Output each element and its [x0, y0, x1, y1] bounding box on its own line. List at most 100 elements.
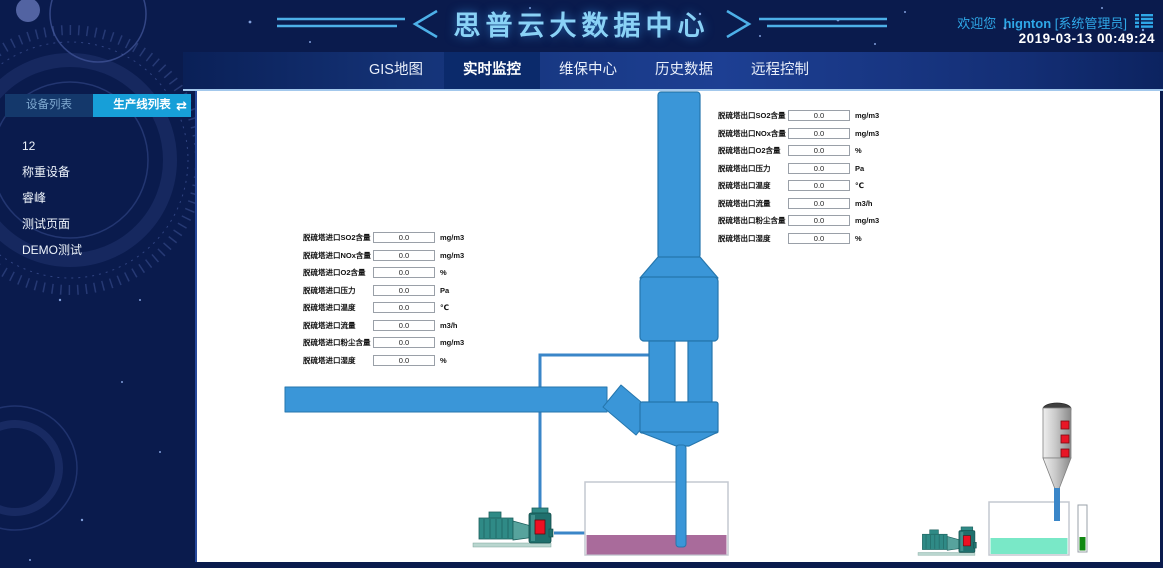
- field-row: 脱硫塔进口温度 ℃: [303, 299, 464, 317]
- outlet-o2-input[interactable]: [788, 145, 850, 157]
- title-right-decoration-icon: [725, 9, 887, 38]
- page-title: 思普云大数据中心: [453, 11, 710, 41]
- field-label: 脱硫塔进口压力: [303, 285, 356, 295]
- swap-arrows-icon[interactable]: ⇄: [176, 98, 187, 113]
- field-label: 脱硫塔出口NOx含量: [718, 128, 786, 138]
- user-info[interactable]: 欢迎您 hignton [系统管理员]: [957, 13, 1127, 32]
- nav-tab-remote-control[interactable]: 远程控制: [751, 62, 809, 78]
- username: hignton: [1003, 16, 1052, 31]
- nav-tab-gis[interactable]: GIS地图: [369, 62, 423, 78]
- inlet-pressure-input[interactable]: [373, 284, 435, 296]
- outlet-flow-input[interactable]: [788, 197, 850, 209]
- field-unit: %: [440, 355, 447, 365]
- field-label: 脱硫塔出口湿度: [718, 233, 771, 243]
- inlet-humidity-input[interactable]: [373, 354, 435, 366]
- tab-production-line-list[interactable]: 生产线列表 ⇄: [93, 94, 191, 117]
- outlet-dust-input[interactable]: [788, 215, 850, 227]
- tab-device-list[interactable]: 设备列表: [5, 94, 93, 117]
- field-label: 脱硫塔出口温度: [718, 181, 771, 191]
- list-item-12[interactable]: 12: [22, 139, 36, 153]
- field-row: 脱硫塔出口温度 ℃: [718, 177, 879, 195]
- level-gauge: [1077, 504, 1088, 553]
- outlet-humidity-input[interactable]: [788, 232, 850, 244]
- production-line-list: 12 称重设备 睿峰 测试页面 DEMO测试: [0, 133, 191, 263]
- field-label: 脱硫塔进口NOx含量: [303, 250, 371, 260]
- field-unit: %: [440, 268, 447, 278]
- sidebar: 设备列表 生产线列表 ⇄ 12 称重设备 睿峰 测试页面 DEMO测试: [0, 91, 191, 562]
- menu-list-icon[interactable]: [1135, 14, 1153, 28]
- field-label: 脱硫塔进口SO2含量: [303, 233, 371, 243]
- field-row: 脱硫塔进口NOx含量 mg/m3: [303, 247, 464, 265]
- field-label: 脱硫塔进口湿度: [303, 355, 356, 365]
- tower-drain-pipe: [675, 444, 687, 548]
- field-label: 脱硫塔出口O2含量: [718, 146, 781, 156]
- list-item-ruifeng[interactable]: 睿峰: [22, 191, 47, 205]
- field-unit: mg/m3: [855, 128, 880, 138]
- field-label: 脱硫塔出口粉尘含量: [718, 216, 786, 226]
- nav-tab-maintenance[interactable]: 维保中心: [559, 62, 617, 78]
- circulation-pump-left[interactable]: [472, 507, 554, 548]
- main-nav: GIS地图 实时监控 维保中心 历史数据 远程控制: [183, 52, 1163, 91]
- slurry-tank: [584, 481, 729, 556]
- list-item-demo-test[interactable]: DEMO测试: [22, 243, 83, 257]
- field-label: 脱硫塔进口O2含量: [303, 268, 366, 278]
- field-unit: Pa: [855, 163, 865, 173]
- field-row: 脱硫塔进口流量 m3/h: [303, 317, 464, 335]
- title-bar: 思普云大数据中心: [0, 4, 1163, 43]
- outlet-pressure-input[interactable]: [788, 162, 850, 174]
- title-left-decoration-icon: [276, 9, 438, 38]
- tab-production-line-label: 生产线列表: [113, 99, 171, 111]
- field-row: 脱硫塔进口O2含量 %: [303, 264, 464, 282]
- field-unit: ℃: [440, 303, 450, 313]
- field-unit: mg/m3: [440, 250, 465, 260]
- field-unit: mg/m3: [440, 338, 465, 348]
- field-label: 脱硫塔进口流量: [303, 320, 356, 330]
- field-unit: mg/m3: [440, 233, 465, 243]
- inlet-temperature-input[interactable]: [373, 302, 435, 314]
- field-unit: m3/h: [855, 198, 873, 208]
- list-item-test-page[interactable]: 测试页面: [22, 217, 71, 231]
- monitor-canvas: 脱硫塔进口SO2含量 mg/m3 脱硫塔进口NOx含量 mg/m3 脱硫塔进口O…: [195, 91, 1160, 562]
- field-row: 脱硫塔出口流量 m3/h: [718, 195, 879, 213]
- exhaust-stack: [657, 91, 701, 259]
- flue-gas-inlet-duct: [284, 384, 655, 436]
- outlet-so2-input[interactable]: [788, 110, 850, 122]
- field-row: 脱硫塔进口SO2含量 mg/m3: [303, 229, 464, 247]
- field-unit: mg/m3: [855, 111, 880, 121]
- field-label: 脱硫塔进口粉尘含量: [303, 338, 371, 348]
- inlet-o2-input[interactable]: [373, 267, 435, 279]
- inlet-dust-input[interactable]: [373, 337, 435, 349]
- field-row: 脱硫塔进口湿度 %: [303, 352, 464, 370]
- slurry-pipe: [538, 353, 655, 535]
- field-label: 脱硫塔进口温度: [303, 303, 356, 313]
- field-row: 脱硫塔出口NOx含量 mg/m3: [718, 125, 879, 143]
- field-unit: m3/h: [440, 320, 458, 330]
- inlet-flow-input[interactable]: [373, 319, 435, 331]
- field-row: 脱硫塔出口湿度 %: [718, 230, 879, 248]
- circulation-pump-right[interactable]: [917, 526, 977, 556]
- field-unit: Pa: [440, 285, 450, 295]
- nav-tab-history[interactable]: 历史数据: [655, 62, 713, 78]
- silo-discharge-pipe: [1054, 488, 1060, 521]
- header: 思普云大数据中心 欢迎您 hignton [系统管理员] 2019-03-: [0, 0, 1163, 52]
- nav-tab-realtime-monitor[interactable]: 实时监控: [444, 52, 540, 89]
- sidebar-tabs: 设备列表 生产线列表 ⇄: [0, 94, 191, 117]
- field-unit: %: [855, 146, 862, 156]
- inlet-nox-input[interactable]: [373, 249, 435, 261]
- outlet-field-group: 脱硫塔出口SO2含量 mg/m3 脱硫塔出口NOx含量 mg/m3 脱硫塔出口O…: [718, 107, 879, 247]
- field-unit: mg/m3: [855, 216, 880, 226]
- outlet-nox-input[interactable]: [788, 127, 850, 139]
- field-row: 脱硫塔进口压力 Pa: [303, 282, 464, 300]
- field-row: 脱硫塔出口SO2含量 mg/m3: [718, 107, 879, 125]
- silo-alarm-lights: [1060, 420, 1070, 458]
- field-row: 脱硫塔出口粉尘含量 mg/m3: [718, 212, 879, 230]
- inlet-so2-input[interactable]: [373, 232, 435, 244]
- field-unit: ℃: [855, 181, 865, 191]
- list-item-weighing-device[interactable]: 称重设备: [22, 165, 71, 179]
- outlet-temperature-input[interactable]: [788, 180, 850, 192]
- field-label: 脱硫塔出口流量: [718, 198, 771, 208]
- field-row: 脱硫塔出口压力 Pa: [718, 160, 879, 178]
- field-row: 脱硫塔出口O2含量 %: [718, 142, 879, 160]
- process-diagram: [284, 91, 1088, 556]
